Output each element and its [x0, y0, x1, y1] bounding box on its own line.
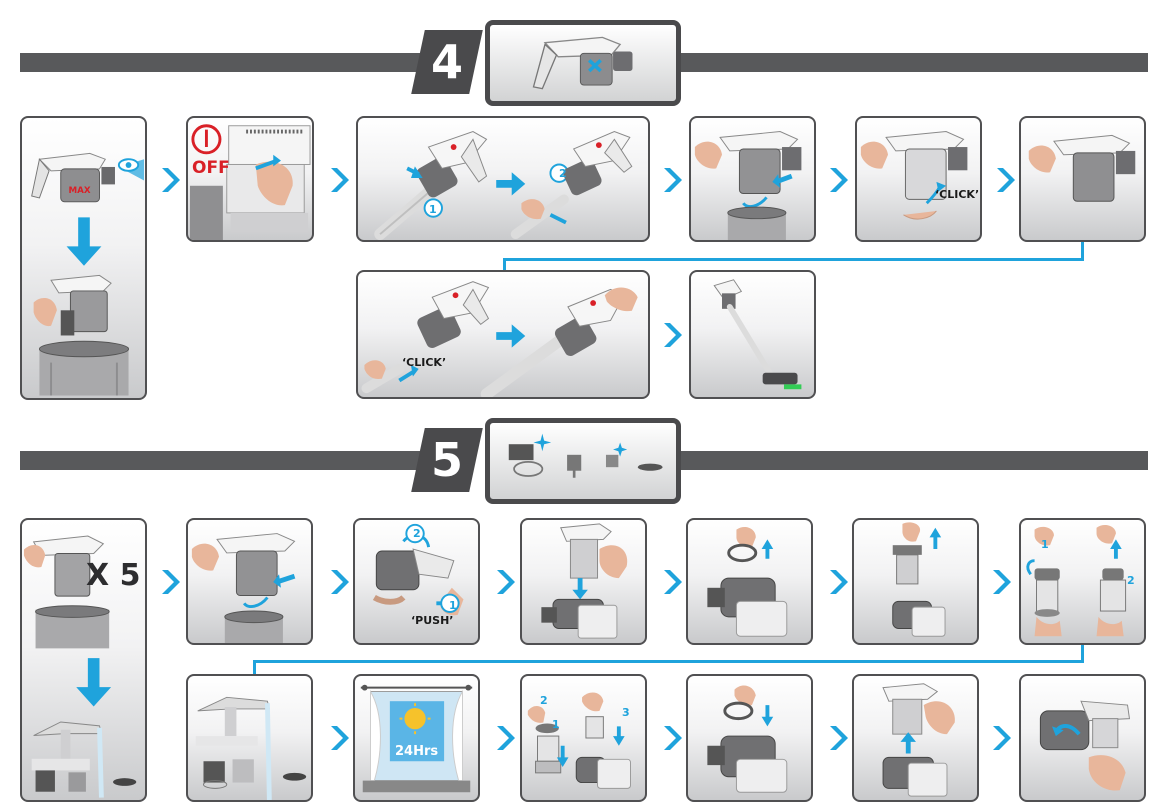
marker-2: 2	[559, 167, 567, 180]
step-5-number: 5	[411, 428, 483, 492]
connector-line	[1081, 645, 1084, 663]
step-5-panel-reassemble-filters: 2 1 3	[520, 674, 647, 802]
step-5-panel-push-release: 2 1 ‘PUSH’	[353, 518, 480, 645]
marker-2: 2	[540, 694, 548, 707]
section-4-divider-right	[680, 53, 1148, 72]
step-5-panel-remove-filter-ring	[686, 518, 813, 645]
chevron-right-icon	[828, 166, 848, 194]
section-5-divider-left	[20, 451, 440, 470]
svg-text:MAX: MAX	[68, 186, 90, 196]
click-label: ‘CLICK’	[402, 356, 447, 369]
step-5-panel-rinse	[186, 674, 313, 802]
chevron-right-icon	[495, 568, 515, 596]
connector-line	[253, 660, 1084, 663]
chevron-right-icon	[662, 321, 682, 349]
marker-2: 2	[1127, 574, 1135, 587]
marker-2: 2	[413, 527, 421, 540]
chevron-right-icon	[662, 568, 682, 596]
chevron-right-icon	[828, 724, 848, 752]
step-4-panel-assembled	[689, 270, 816, 399]
step-4-panel-switch-off: OFF	[186, 116, 314, 242]
step-5-panel-release-bin	[186, 518, 313, 645]
connector-line	[503, 258, 1084, 261]
step-5-panel-refit-cyclone	[852, 674, 979, 802]
step-5-header-illustration	[485, 418, 681, 504]
step-5-panel-remove-cyclone	[520, 518, 647, 645]
chevron-right-icon	[329, 166, 349, 194]
chevron-right-icon	[160, 568, 180, 596]
sun-icon-hours-label: 24Hrs	[395, 744, 439, 759]
chevron-right-icon	[329, 568, 349, 596]
chevron-right-icon	[828, 568, 848, 596]
step-4-panel-detach-wand: 1 2	[356, 116, 650, 242]
step-5-panel-refit-ring	[686, 674, 813, 802]
step-4-number: 4	[411, 30, 483, 94]
repeat-five-label: X 5	[86, 558, 141, 593]
step-5-panel-empty-five-times: X 5	[20, 518, 147, 802]
step-5-panel-reattach-handle	[1019, 674, 1146, 802]
step-5-panel-dry-24-hours: 24Hrs	[353, 674, 480, 802]
step-4-panel-press-release	[689, 116, 816, 242]
marker-1: 1	[552, 718, 560, 731]
connector-line	[503, 258, 506, 270]
step-4-panel-reattach-wand: ‘CLICK’	[356, 270, 650, 399]
step-4-header-illustration	[485, 20, 681, 106]
marker-1: 1	[429, 203, 437, 216]
step-4-label: 4	[430, 35, 463, 89]
step-5-panel-remove-filter	[852, 518, 979, 645]
marker-3: 3	[622, 706, 630, 719]
section-4-divider-left	[20, 53, 440, 72]
chevron-right-icon	[662, 166, 682, 194]
connector-line	[253, 660, 256, 674]
marker-1: 1	[1041, 538, 1049, 551]
chevron-right-icon	[160, 166, 180, 194]
step-5-label: 5	[430, 433, 463, 487]
chevron-right-icon	[991, 568, 1011, 596]
push-label: ‘PUSH’	[411, 614, 454, 627]
chevron-right-icon	[495, 724, 515, 752]
chevron-right-icon	[991, 724, 1011, 752]
chevron-right-icon	[995, 166, 1015, 194]
off-label: OFF	[192, 158, 230, 178]
marker-1: 1	[449, 599, 457, 612]
chevron-right-icon	[329, 724, 349, 752]
click-label: ‘CLICK’	[935, 188, 980, 201]
step-4-panel-empty-bin: MAX	[20, 116, 147, 400]
step-5-panel-separate-filters: 1 2	[1019, 518, 1146, 645]
chevron-right-icon	[662, 724, 682, 752]
connector-line	[1081, 242, 1084, 261]
step-4-panel-close-bin: ‘CLICK’	[855, 116, 982, 242]
section-5-divider-right	[680, 451, 1148, 470]
step-4-panel-handheld-ready	[1019, 116, 1146, 242]
